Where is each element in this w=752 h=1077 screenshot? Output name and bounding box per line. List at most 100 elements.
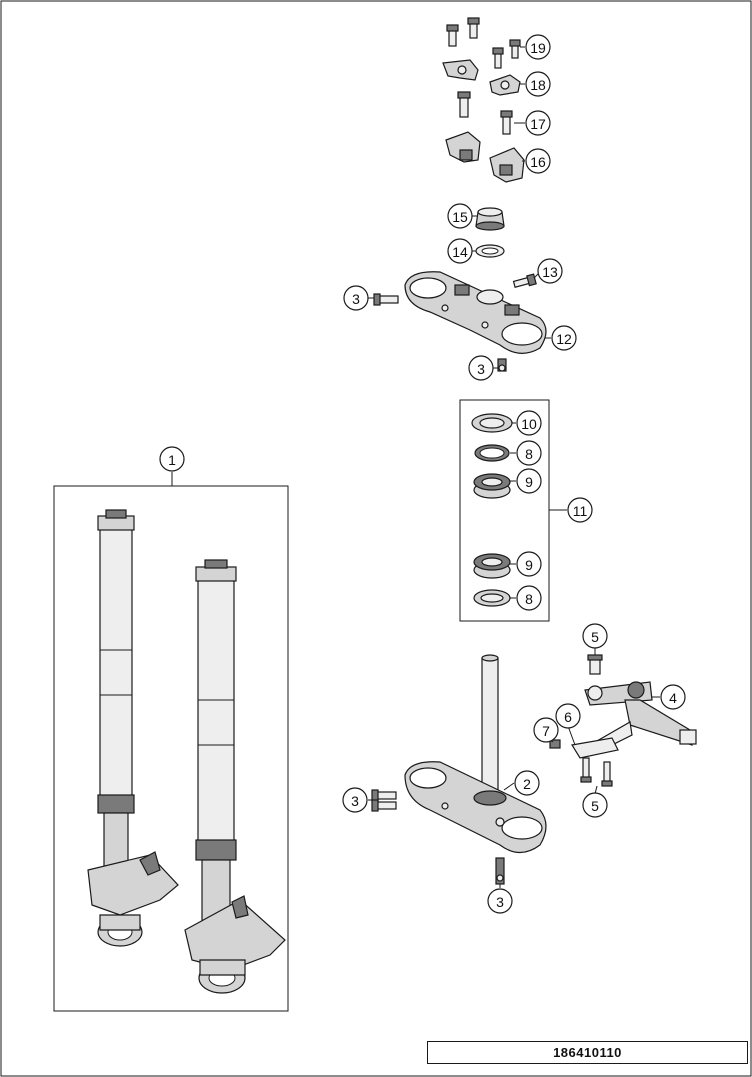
callout-c8b: 8	[516, 585, 542, 611]
callout-c14: 14	[447, 238, 473, 264]
callout-c9b: 9	[516, 551, 542, 577]
handlebar-clamp-upper-18	[442, 59, 521, 96]
callout-number: 9	[525, 557, 533, 573]
callout-c16: 16	[525, 148, 551, 174]
callout-number: 14	[452, 244, 468, 260]
bolts-3-lower-left	[371, 789, 397, 812]
callout-number: 8	[525, 591, 533, 607]
callout-c7: 7	[533, 717, 559, 743]
callout-c6: 6	[555, 703, 581, 729]
bolt-5-top	[587, 654, 603, 675]
bracket-6	[571, 737, 619, 759]
callout-number: 16	[530, 154, 546, 170]
callout-c5a: 5	[582, 623, 608, 649]
callout-c18: 18	[525, 71, 551, 97]
callout-circle	[516, 551, 542, 577]
drawing-number: 186410110	[427, 1041, 748, 1064]
callout-number: 17	[530, 116, 546, 132]
callout-c3d: 3	[487, 888, 513, 914]
callout-number: 15	[452, 209, 468, 225]
callout-circle	[516, 410, 542, 436]
callout-c19: 19	[525, 34, 551, 60]
callout-circle	[525, 34, 551, 60]
callout-c15: 15	[447, 203, 473, 229]
fork-assembly-frame-1	[53, 485, 289, 1012]
callout-number: 6	[564, 709, 572, 725]
callout-number: 4	[669, 690, 677, 706]
callout-c3b: 3	[468, 355, 494, 381]
callout-circle	[567, 497, 593, 523]
callout-circle	[551, 325, 577, 351]
callout-number: 1	[168, 452, 176, 468]
callout-number: 12	[556, 331, 572, 347]
callout-circle	[555, 703, 581, 729]
callout-circle	[468, 355, 494, 381]
callout-number: 10	[521, 416, 537, 432]
callout-circle	[582, 623, 608, 649]
callout-number: 11	[573, 503, 588, 519]
callout-number: 5	[591, 629, 599, 645]
callout-circle	[159, 446, 185, 472]
callout-c17: 17	[525, 110, 551, 136]
callout-c13: 13	[537, 258, 563, 284]
callout-number: 13	[542, 264, 558, 280]
callout-c12: 12	[551, 325, 577, 351]
seal-ring-10	[471, 413, 513, 433]
callout-c10: 10	[516, 410, 542, 436]
callout-number: 3	[477, 361, 485, 377]
callout-circle	[582, 792, 608, 818]
callout-number: 19	[530, 40, 546, 56]
bolt-3-upper-left	[373, 293, 399, 306]
bolt-3-lower-bottom	[495, 857, 505, 885]
callout-circle	[537, 258, 563, 284]
callout-circle	[487, 888, 513, 914]
lower-triple-clamp-2	[404, 654, 547, 854]
callout-circle	[447, 203, 473, 229]
o-ring-8-upper	[474, 444, 510, 462]
upper-triple-clamp-12	[404, 271, 547, 354]
callout-c9a: 9	[516, 468, 542, 494]
bearing-9-upper	[473, 473, 511, 499]
fork-leg-right	[184, 559, 286, 994]
callout-number: 3	[496, 894, 504, 910]
callout-number: 9	[525, 474, 533, 490]
leader-lines	[171, 46, 660, 888]
callout-c8a: 8	[516, 440, 542, 466]
washer-14	[475, 244, 505, 258]
callout-circle	[525, 110, 551, 136]
callout-circle	[342, 787, 368, 813]
callout-circle	[343, 285, 369, 311]
callout-circle	[533, 717, 559, 743]
callout-number: 2	[523, 776, 531, 792]
callout-c2: 2	[514, 770, 540, 796]
callout-number: 3	[352, 291, 360, 307]
steering-nut-15	[475, 207, 505, 231]
seal-8-lower	[473, 589, 511, 607]
callout-c3a: 3	[343, 285, 369, 311]
callout-circle	[660, 684, 686, 710]
bolt-3-upper-bottom	[497, 358, 507, 372]
bolts-5-bottom	[580, 757, 613, 787]
handlebar-clamp-lower-16	[445, 131, 525, 183]
callout-circle	[447, 238, 473, 264]
callout-number: 3	[351, 793, 359, 809]
callout-circle	[516, 585, 542, 611]
callout-circle	[514, 770, 540, 796]
callout-circle	[516, 440, 542, 466]
callout-c3c: 3	[342, 787, 368, 813]
callout-circle	[525, 71, 551, 97]
callout-number: 18	[530, 77, 546, 93]
bearing-9-lower	[473, 553, 511, 579]
callout-c4: 4	[660, 684, 686, 710]
fork-leg-left	[87, 509, 179, 947]
callout-number: 5	[591, 798, 599, 814]
bolt-13	[512, 273, 537, 288]
callout-number: 8	[525, 446, 533, 462]
handlebar-clamp-bolts-19	[446, 17, 521, 69]
handlebar-clamp-bolts-17	[457, 91, 513, 135]
nut-7	[549, 739, 561, 749]
